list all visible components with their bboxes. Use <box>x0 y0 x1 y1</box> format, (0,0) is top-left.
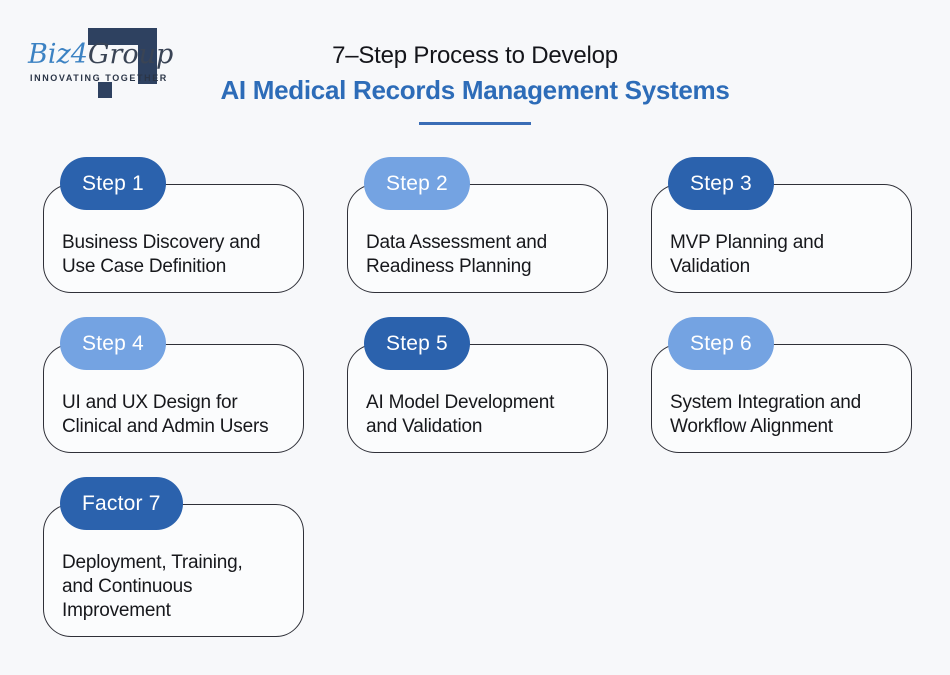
logo-tagline: INNOVATING TOGETHER <box>30 73 168 83</box>
step-6-label: System Integration and Workflow Alignmen… <box>670 392 861 437</box>
step-2-label: Data Assessment and Readiness Planning <box>366 232 548 277</box>
step-1-card: Business Discovery and Use Case Definiti… <box>43 184 304 293</box>
step-cell-4: Step 4 UI and UX Design for Clinical and… <box>43 317 304 453</box>
step-6-card: System Integration and Workflow Alignmen… <box>651 344 912 453</box>
step-4-label: UI and UX Design for Clinical and Admin … <box>62 392 269 437</box>
logo-digit-4: 4 <box>70 39 88 70</box>
step-7-label: Deployment, Training, and Continuous Imp… <box>62 552 243 621</box>
step-cell-5: Step 5 AI Model Development and Validati… <box>347 317 608 453</box>
biz4group-logo: Biz4Group INNOVATING TOGETHER <box>28 16 173 98</box>
step-5-badge: Step 5 <box>364 317 470 370</box>
title-line-2: AI Medical Records Management Systems <box>220 75 730 105</box>
logo-word-biz: Biz <box>28 39 71 70</box>
step-cell-3: Step 3 MVP Planning and Validation <box>651 157 912 293</box>
page-title: 7–Step Process to Develop AI Medical Rec… <box>0 42 950 125</box>
step-cell-7: Factor 7 Deployment, Training, and Conti… <box>43 477 304 637</box>
steps-grid: Step 1 Business Discovery and Use Case D… <box>43 157 912 637</box>
step-3-badge: Step 3 <box>668 157 774 210</box>
step-2-badge: Step 2 <box>364 157 470 210</box>
logo-bracket-icon <box>88 28 157 98</box>
logo-wordmark: Biz4Group <box>28 39 173 70</box>
logo-word-group: Group <box>87 39 174 70</box>
step-1-badge: Step 1 <box>60 157 166 210</box>
step-1-label: Business Discovery and Use Case Definiti… <box>62 232 261 277</box>
step-cell-6: Step 6 System Integration and Workflow A… <box>651 317 912 453</box>
step-4-badge: Step 4 <box>60 317 166 370</box>
title-line-1: 7–Step Process to Develop <box>332 42 618 69</box>
title-underline <box>419 122 531 125</box>
step-7-badge: Factor 7 <box>60 477 183 530</box>
step-5-label: AI Model Development and Validation <box>366 392 555 437</box>
step-6-badge: Step 6 <box>668 317 774 370</box>
step-3-label: MVP Planning and Validation <box>670 232 824 277</box>
step-cell-1: Step 1 Business Discovery and Use Case D… <box>43 157 304 293</box>
step-cell-2: Step 2 Data Assessment and Readiness Pla… <box>347 157 608 293</box>
